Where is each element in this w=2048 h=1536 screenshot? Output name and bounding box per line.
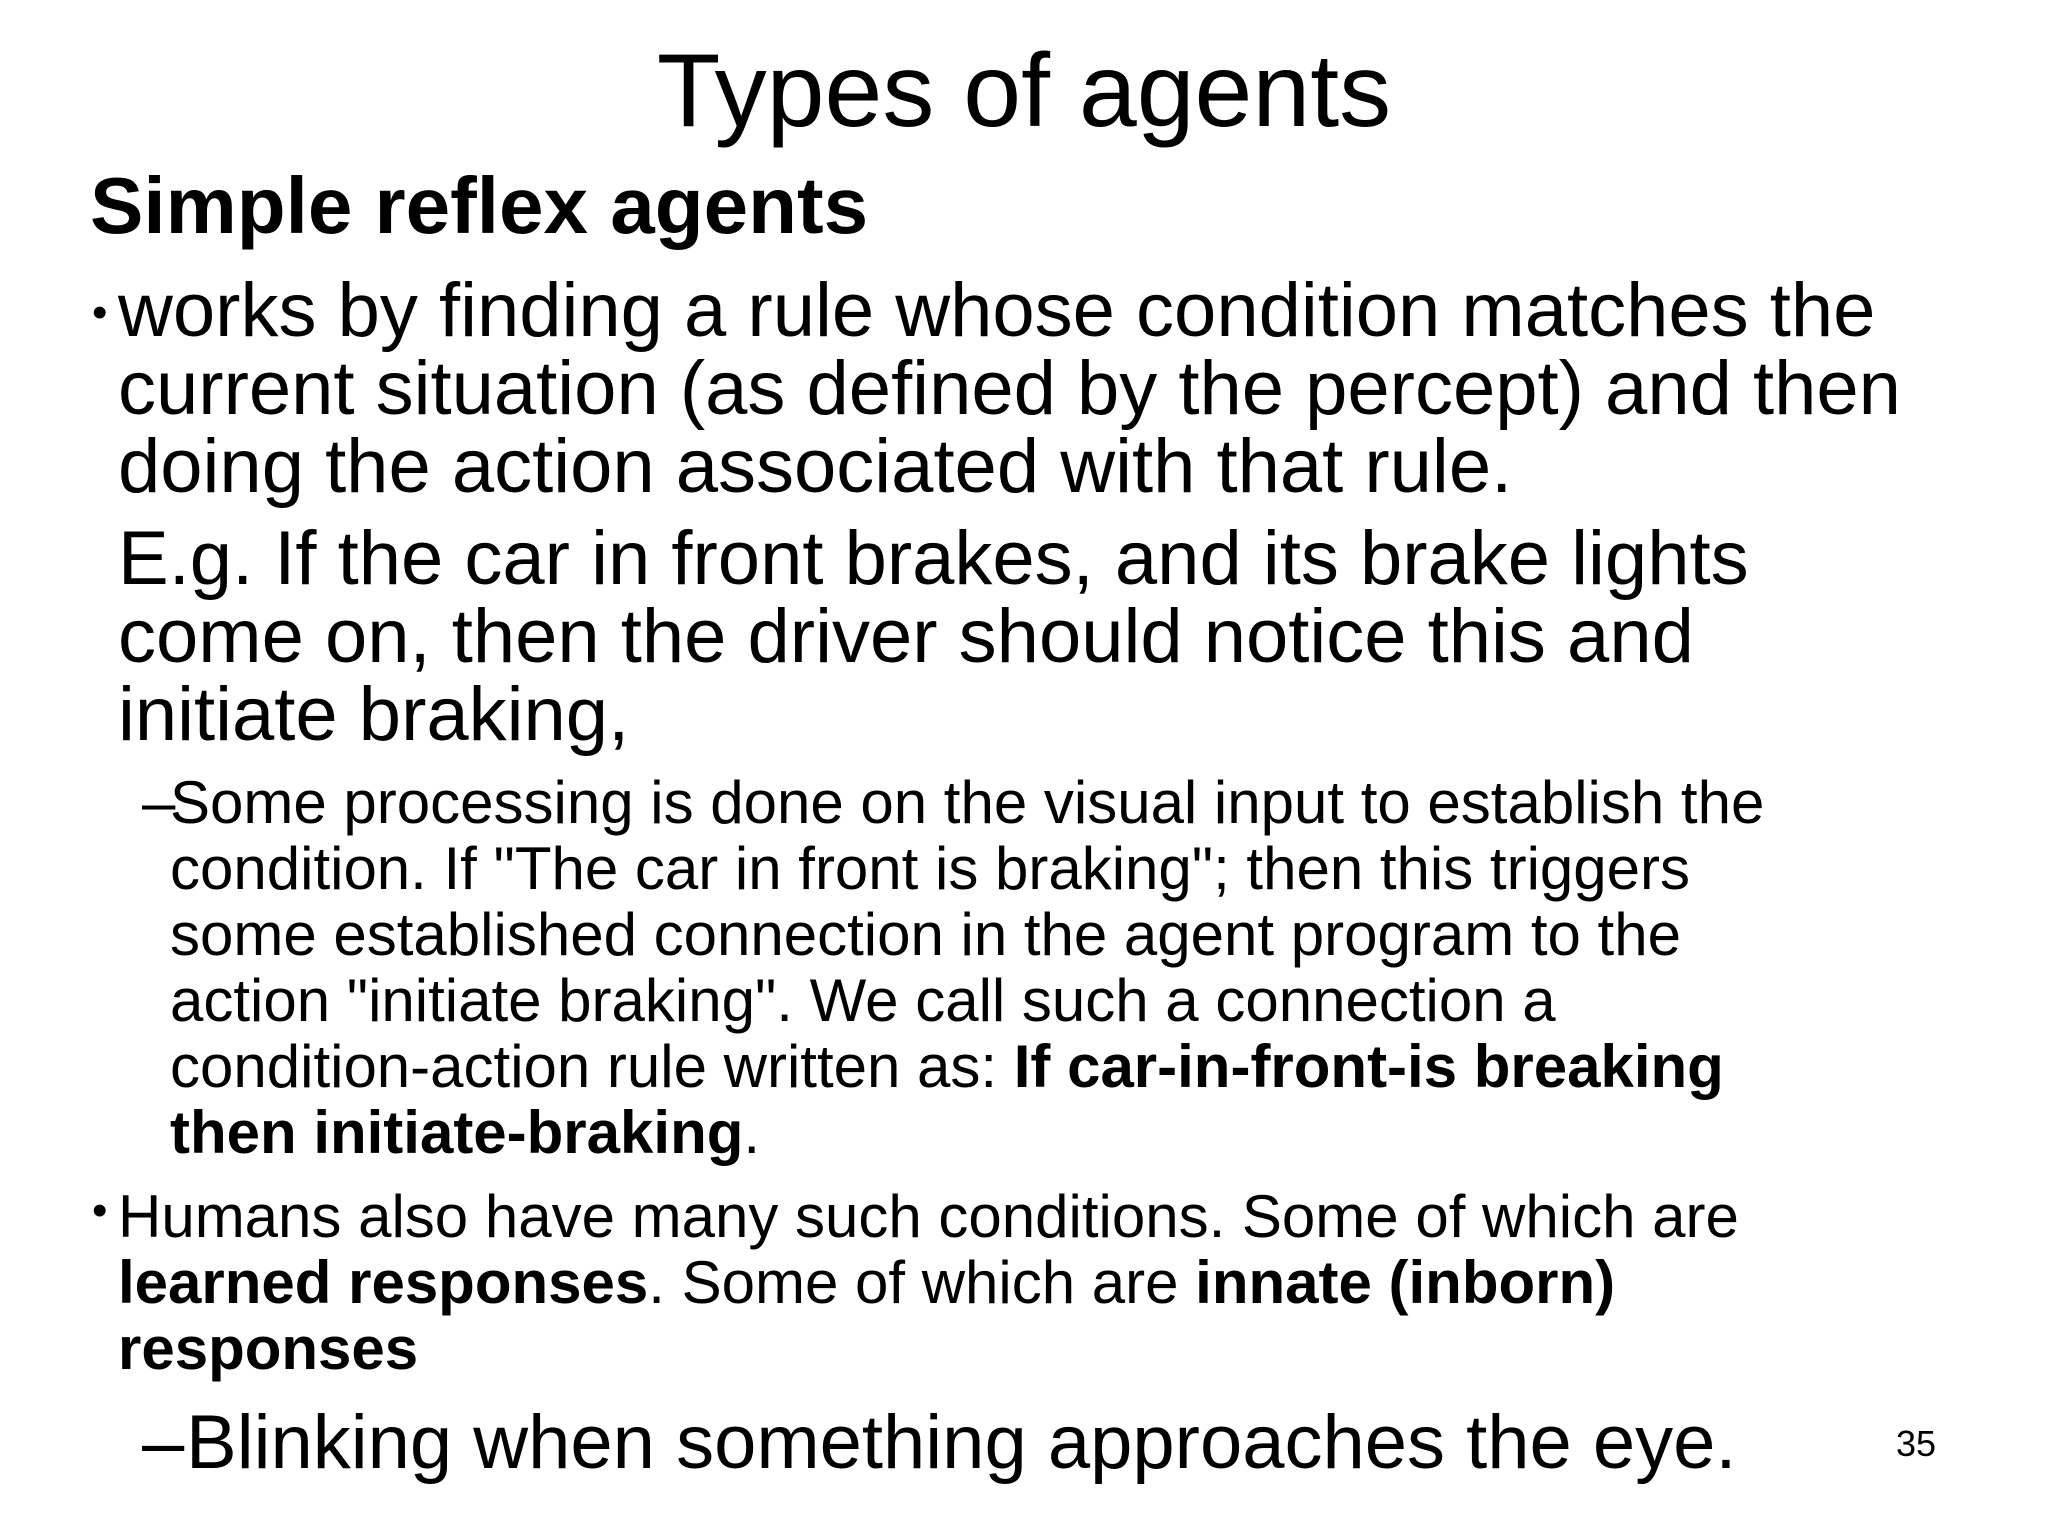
dash-marker: – [142, 1400, 185, 1485]
sub-bullet-line-rule: condition-action rule written as: If car… [170, 1034, 1764, 1100]
bullet-marker: • [92, 1186, 108, 1235]
bullet-line: Humans also have many such conditions. S… [118, 1183, 1739, 1250]
rule-suffix: . [743, 1099, 761, 1166]
bullet-line-responses: learned responses. Some of which are inn… [118, 1250, 1739, 1316]
dash-marker: – [142, 769, 176, 836]
rule-prefix: condition-action rule written as: [170, 1033, 1014, 1100]
rule-action: then initiate-braking [170, 1099, 744, 1166]
bullet-line: doing the action associated with that ru… [118, 424, 1513, 509]
sub-bullet-line: some established connection in the agent… [170, 901, 1681, 968]
sub-bullet-line: condition. If "The car in front is braki… [170, 835, 1690, 902]
example-line: initiate braking, [118, 672, 630, 757]
innate-responses: innate (inborn) [1195, 1249, 1616, 1316]
bullet-line-mid: . Some of which are [648, 1249, 1196, 1316]
example-line: come on, then the driver should notice t… [118, 594, 1694, 679]
section-heading: Simple reflex agents [90, 161, 869, 250]
example-line: E.g. If the car in front brakes, and its… [118, 516, 1749, 601]
sub-bullet-line: Some processing is done on the visual in… [170, 769, 1765, 836]
bullet-line: current situation (as defined by the per… [118, 346, 1901, 431]
sub-bullet-line-action: then initiate-braking. [170, 1100, 1764, 1166]
slide-title: Types of agents [656, 33, 1392, 149]
bullet-marker: • [92, 288, 108, 337]
bullet-humans-conditions: Humans also have many such conditions. S… [118, 1184, 1739, 1382]
learned-responses: learned responses [118, 1249, 649, 1316]
sub-bullet-line: action "initiate braking". We call such … [170, 967, 1556, 1034]
page-number: 35 [1896, 1423, 1937, 1464]
bullet-rule-matching: works by finding a rule whose condition … [118, 272, 1901, 506]
example-paragraph: E.g. If the car in front brakes, and its… [118, 520, 1749, 754]
bullet-line: works by finding a rule whose condition … [118, 268, 1876, 353]
responses-word: responses [118, 1315, 419, 1382]
rule-condition: If car-in-front-is breaking [1013, 1033, 1724, 1100]
sub-bullet-blinking: Blinking when something approaches the e… [186, 1400, 1737, 1485]
sub-bullet-processing: Some processing is done on the visual in… [170, 770, 1764, 1166]
